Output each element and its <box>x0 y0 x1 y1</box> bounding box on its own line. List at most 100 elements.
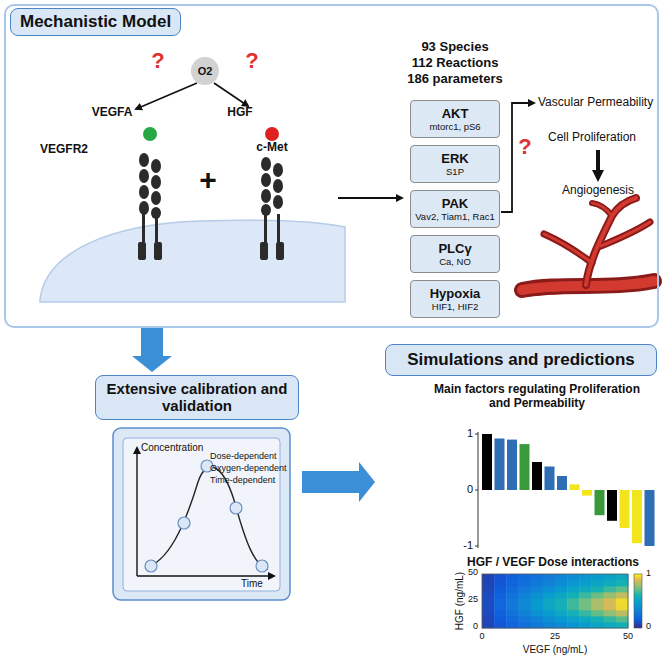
section-heading-box: Extensive calibration and validation <box>95 375 299 420</box>
heatmap-cell <box>543 622 556 628</box>
heatmap-cell <box>567 586 580 592</box>
heatmap-cell <box>592 616 605 622</box>
heatmap-cell <box>555 610 568 616</box>
heatmap-cell <box>616 580 629 586</box>
node-title: ERK <box>441 151 468 167</box>
heatmap-cell <box>555 592 568 598</box>
heatmap-cell <box>506 622 519 628</box>
receptor-domain <box>151 175 161 189</box>
text-label: ? <box>245 48 258 73</box>
vessel-branch <box>592 203 612 216</box>
axis-tick <box>475 546 478 547</box>
heatmap-cell <box>482 622 495 628</box>
kinase-domain <box>138 242 146 260</box>
heatmap-cell <box>567 616 580 622</box>
heatmap-cell <box>482 604 495 610</box>
bar <box>582 490 592 496</box>
text-label: 0 <box>646 621 651 631</box>
y-axis <box>136 448 137 576</box>
text-label: Oxygen-dependent <box>210 463 287 473</box>
heatmap-cell <box>592 580 605 586</box>
heatmap-cell <box>531 580 544 586</box>
heatmap-cell <box>616 592 629 598</box>
node-title: AKT <box>442 106 469 122</box>
text-label: + <box>199 163 217 198</box>
heatmap-cell <box>604 574 617 580</box>
receptor-domain <box>151 159 161 173</box>
heatmap-cell <box>567 604 580 610</box>
text-label: 0 <box>467 483 473 496</box>
heatmap-cell <box>616 604 629 610</box>
text-label: 25 <box>468 594 478 604</box>
pathway-box: HypoxiaHIF1, HIF2 <box>410 280 500 318</box>
text-label: 93 Species <box>421 40 488 55</box>
flow-arrow <box>302 462 375 502</box>
heatmap-cell <box>506 592 519 598</box>
text-label: 25 <box>550 631 560 641</box>
node-title: PAK <box>442 196 468 212</box>
receptor-domain <box>261 157 271 171</box>
bar <box>607 490 617 521</box>
text-label: ? <box>518 134 531 159</box>
node-title: Simulations and predictions <box>392 350 650 370</box>
heatmap-cell <box>579 616 592 622</box>
receptor-domain <box>273 179 283 193</box>
heatmap-cell <box>482 592 495 598</box>
heatmap-cell <box>506 580 519 586</box>
vessel-branch <box>544 234 592 263</box>
heatmap-cell <box>482 616 495 622</box>
heatmap-cell <box>519 622 532 628</box>
receptor-domain <box>139 169 149 183</box>
heatmap-cell <box>543 580 556 586</box>
kinase-domain <box>260 242 268 260</box>
bar <box>532 462 542 490</box>
node-title: PLCγ <box>438 241 471 257</box>
pathway-box: PLCγCa, NO <box>410 235 500 273</box>
heatmap <box>482 574 628 628</box>
bar <box>557 476 567 490</box>
heatmap-cell <box>616 574 629 580</box>
text-label: ? <box>151 48 164 73</box>
heatmap-cell <box>519 586 532 592</box>
heatmap-cell <box>567 574 580 580</box>
heatmap-cell <box>592 622 605 628</box>
heatmap-cell <box>579 604 592 610</box>
oxygen-arrow <box>136 83 197 109</box>
text-label: Vascular Permeability <box>538 96 653 110</box>
node-title: O2 <box>198 65 213 77</box>
heatmap-cell <box>494 580 507 586</box>
bar <box>507 440 517 490</box>
receptor-domain <box>139 153 149 167</box>
data-point <box>145 560 157 572</box>
heatmap-cell <box>506 598 519 604</box>
receptor-domain <box>273 163 283 177</box>
heatmap-cell <box>567 592 580 598</box>
node-title: Extensive calibration and validation <box>101 380 293 415</box>
heatmap-cell <box>604 592 617 598</box>
axis-tick <box>475 434 478 435</box>
heatmap-cell <box>494 592 507 598</box>
heatmap-cell <box>543 592 556 598</box>
heatmap-cell <box>519 610 532 616</box>
text-label: VEGF (ng/mL) <box>523 644 587 656</box>
pathway-box: PAKVav2, Tiam1, Rac1 <box>410 190 500 228</box>
heatmap-cell <box>494 574 507 580</box>
heatmap-cell <box>506 616 519 622</box>
text-label: 186 parameters <box>407 72 502 87</box>
section-heading-box: Mechanistic Model <box>10 8 181 36</box>
heatmap-cell <box>567 622 580 628</box>
heatmap-cell <box>604 616 617 622</box>
text-label: 1 <box>646 568 651 578</box>
heatmap-cell <box>519 616 532 622</box>
cell-membrane <box>40 220 345 302</box>
heatmap-cell <box>482 598 495 604</box>
receptor-domain <box>139 201 149 215</box>
heatmap-cell <box>506 604 519 610</box>
bar <box>482 434 492 490</box>
node-detail: mtorc1, pS6 <box>429 121 480 132</box>
heatmap-cell <box>519 574 532 580</box>
heatmap-cell <box>531 604 544 610</box>
kinase-domain <box>276 242 284 260</box>
heatmap-cell <box>567 580 580 586</box>
heatmap-cell <box>543 604 556 610</box>
